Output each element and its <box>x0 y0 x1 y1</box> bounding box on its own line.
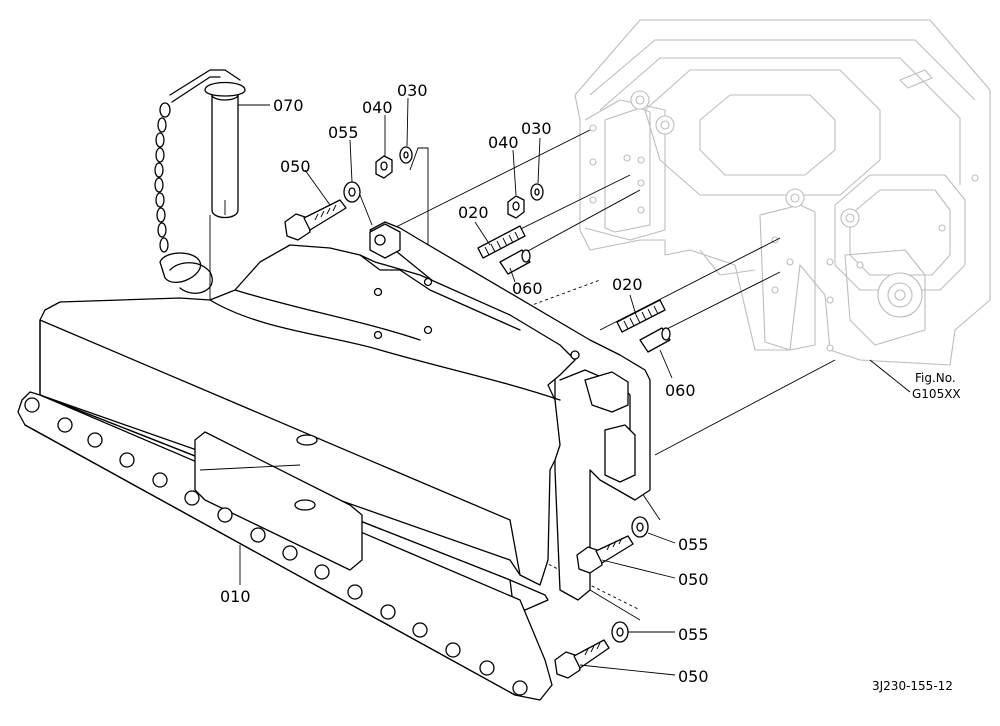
transmission-housing <box>574 19 991 366</box>
dowel-060 <box>499 249 671 353</box>
fig-label-line1: Fig.No. <box>915 371 956 385</box>
callout-050-low: 050 <box>678 667 709 686</box>
front-bracket-010 <box>17 221 651 701</box>
bolt-050-top <box>284 199 347 241</box>
callout-030-left: 030 <box>397 81 428 100</box>
callout-030-right: 030 <box>521 119 552 138</box>
callout-055-top: 055 <box>328 123 359 142</box>
callout-060-left: 060 <box>512 279 543 298</box>
chain <box>154 102 213 294</box>
callout-040-left: 040 <box>362 98 393 117</box>
bolt-050-low <box>554 639 610 679</box>
nut-040 <box>375 155 525 219</box>
callout-020-left: 020 <box>458 203 489 222</box>
pin-070 <box>169 69 246 219</box>
callout-050-top: 050 <box>280 157 311 176</box>
callout-040-right: 040 <box>488 133 519 152</box>
callout-050-mid: 050 <box>678 570 709 589</box>
callout-070: 070 <box>273 96 304 115</box>
callout-020-right: 020 <box>612 275 643 294</box>
callout-060-right: 060 <box>665 381 696 400</box>
stud-020 <box>477 225 666 333</box>
callout-labels: 070 050 055 040 030 040 030 020 060 020 … <box>220 81 709 686</box>
callout-055-mid: 055 <box>678 535 709 554</box>
drawing-code: 3J230-155-12 <box>872 679 953 693</box>
callout-leaders <box>238 97 911 676</box>
fig-label-line2: G105XX <box>912 387 961 401</box>
spring-washer-030 <box>399 146 544 201</box>
bolt-050-mid <box>576 535 634 574</box>
callout-010: 010 <box>220 587 251 606</box>
callout-055-low: 055 <box>678 625 709 644</box>
